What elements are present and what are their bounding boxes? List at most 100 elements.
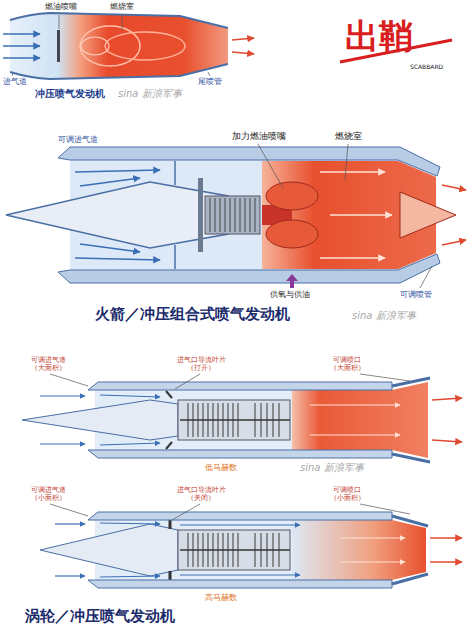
drawing-part [88, 382, 392, 390]
drawing-part [58, 147, 440, 176]
drawing-part [169, 520, 172, 580]
drawing-part [105, 32, 185, 60]
drawing-part [55, 575, 85, 576]
watermark: sina 新浪军事 [118, 88, 182, 100]
drawing-part [258, 144, 283, 188]
drawing-part [292, 382, 428, 458]
part-label: 尾喷管 [198, 77, 222, 87]
drawing-part [50, 374, 88, 386]
logo-text: 出鞘 [345, 18, 413, 55]
figure-caption: 冲压喷气发动机 [35, 88, 105, 100]
logo-text: SCABBARD [410, 63, 443, 70]
drawing-part [100, 576, 160, 577]
drawing-part [10, 64, 228, 79]
drawing-part [432, 440, 462, 442]
drawing-part [320, 257, 385, 259]
drawing-part [58, 254, 440, 283]
part-label: 供氧与供油 [270, 290, 310, 300]
drawing-part [40, 524, 178, 576]
leader-lines [50, 374, 410, 520]
drawing-part [400, 192, 456, 238]
part-label: 可调进气道 （大面积） [26, 356, 70, 373]
part-label: 进气口导流叶片 （关闭） [170, 486, 232, 503]
watermark: sina 新浪军事 [352, 310, 416, 322]
part-label: 低马赫数 [205, 463, 237, 473]
drawing-part [180, 419, 290, 421]
drawing-part [88, 580, 392, 588]
drawing-part [178, 530, 290, 570]
drawing-part [80, 178, 140, 186]
drawing-part [430, 561, 462, 563]
part-label: 加力燃油喷嘴 [232, 131, 286, 142]
part-label: 可调喷管 [400, 290, 432, 300]
part-label: 可调进气道 （小面积） [26, 486, 70, 503]
drawing-part [75, 170, 160, 172]
part-label: 燃烧室 [110, 2, 134, 12]
drawing-part [392, 574, 428, 584]
part-label: 燃油喷嘴 [45, 2, 77, 12]
part-label: 可调喷口 （小面积） [325, 486, 369, 503]
drawing-part [40, 395, 85, 396]
drawing-part [286, 274, 298, 288]
drawing-part [88, 512, 392, 520]
drawing-part [330, 214, 392, 216]
drawing-part [345, 144, 348, 180]
drawing-part [420, 266, 432, 288]
drawing-part [430, 537, 462, 539]
drawing-part [392, 516, 428, 526]
drawing-part [10, 13, 228, 79]
drawing-part [340, 537, 405, 538]
drawing-part [392, 454, 430, 462]
drawing-part [310, 404, 400, 405]
drawing-part [205, 196, 260, 234]
drawing-part [292, 520, 426, 580]
drawing-part [442, 185, 466, 190]
drawing-part [50, 504, 88, 516]
figure-caption: 涡轮／冲压喷气发动机 [25, 607, 175, 625]
drawing-part [232, 38, 254, 40]
drawing-part [180, 549, 290, 551]
drawing-part [442, 240, 466, 245]
drawing-part [174, 161, 176, 185]
drawing-part [320, 171, 385, 173]
drawing-part [55, 523, 85, 524]
drawing-part [88, 450, 392, 458]
drawing-part [180, 524, 300, 525]
drawing-part [3, 45, 40, 47]
drawing-part [175, 374, 200, 389]
drawing-part [81, 37, 109, 55]
ramjet-drawing [3, 13, 254, 79]
rocket-ramjet-drawing [6, 147, 466, 288]
drawing-part [57, 30, 60, 62]
drawing-part [266, 220, 318, 248]
part-label: 高马赫数 [205, 593, 237, 603]
drawing-part [122, 15, 123, 30]
part-label: 进气口导流叶片 （打开） [170, 356, 232, 373]
drawing-part [80, 244, 140, 252]
drawing-part [198, 178, 203, 252]
drawing-part [174, 245, 176, 269]
drawing-part [180, 574, 300, 575]
drawing-part [266, 182, 318, 210]
drawing-part [40, 443, 85, 444]
drawing-part [75, 258, 160, 260]
drawing-part [22, 400, 178, 440]
drawing-part [80, 26, 140, 66]
figure-caption: 火箭／冲压组合式喷气发动机 [95, 305, 290, 323]
drawing-part [432, 398, 462, 400]
drawing-part [6, 182, 228, 248]
part-label: 进气道 [3, 77, 27, 87]
drawing-part [360, 374, 410, 381]
drawing-part [12, 73, 13, 76]
drawing-part [210, 198, 255, 232]
drawing-part [166, 391, 172, 449]
drawing-part [59, 15, 60, 29]
drawing-part [208, 72, 210, 76]
part-label: 可调进气道 [58, 135, 98, 145]
drawing-part [232, 52, 254, 54]
turbo-ramjet-low-mach [22, 378, 462, 462]
drawing-part [360, 504, 410, 514]
leader-lines [12, 15, 210, 76]
drawing-part [340, 561, 405, 562]
